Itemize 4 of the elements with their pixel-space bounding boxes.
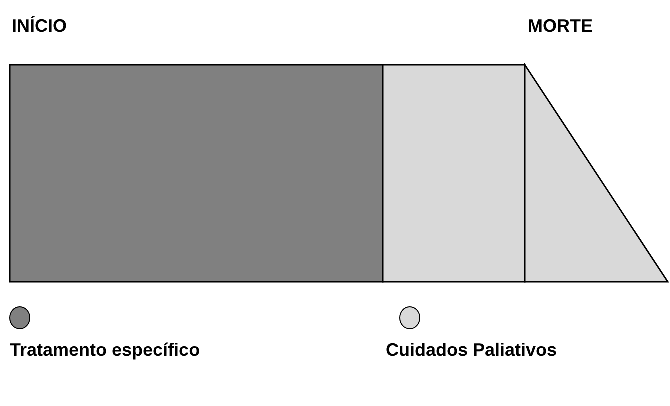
legend-label: Cuidados Paliativos [386,340,558,361]
timeline-marker-label: INÍCIO [12,16,68,37]
timeline-marker-label: MORTE [528,16,593,37]
legend-label: Tratamento específico [10,340,200,361]
